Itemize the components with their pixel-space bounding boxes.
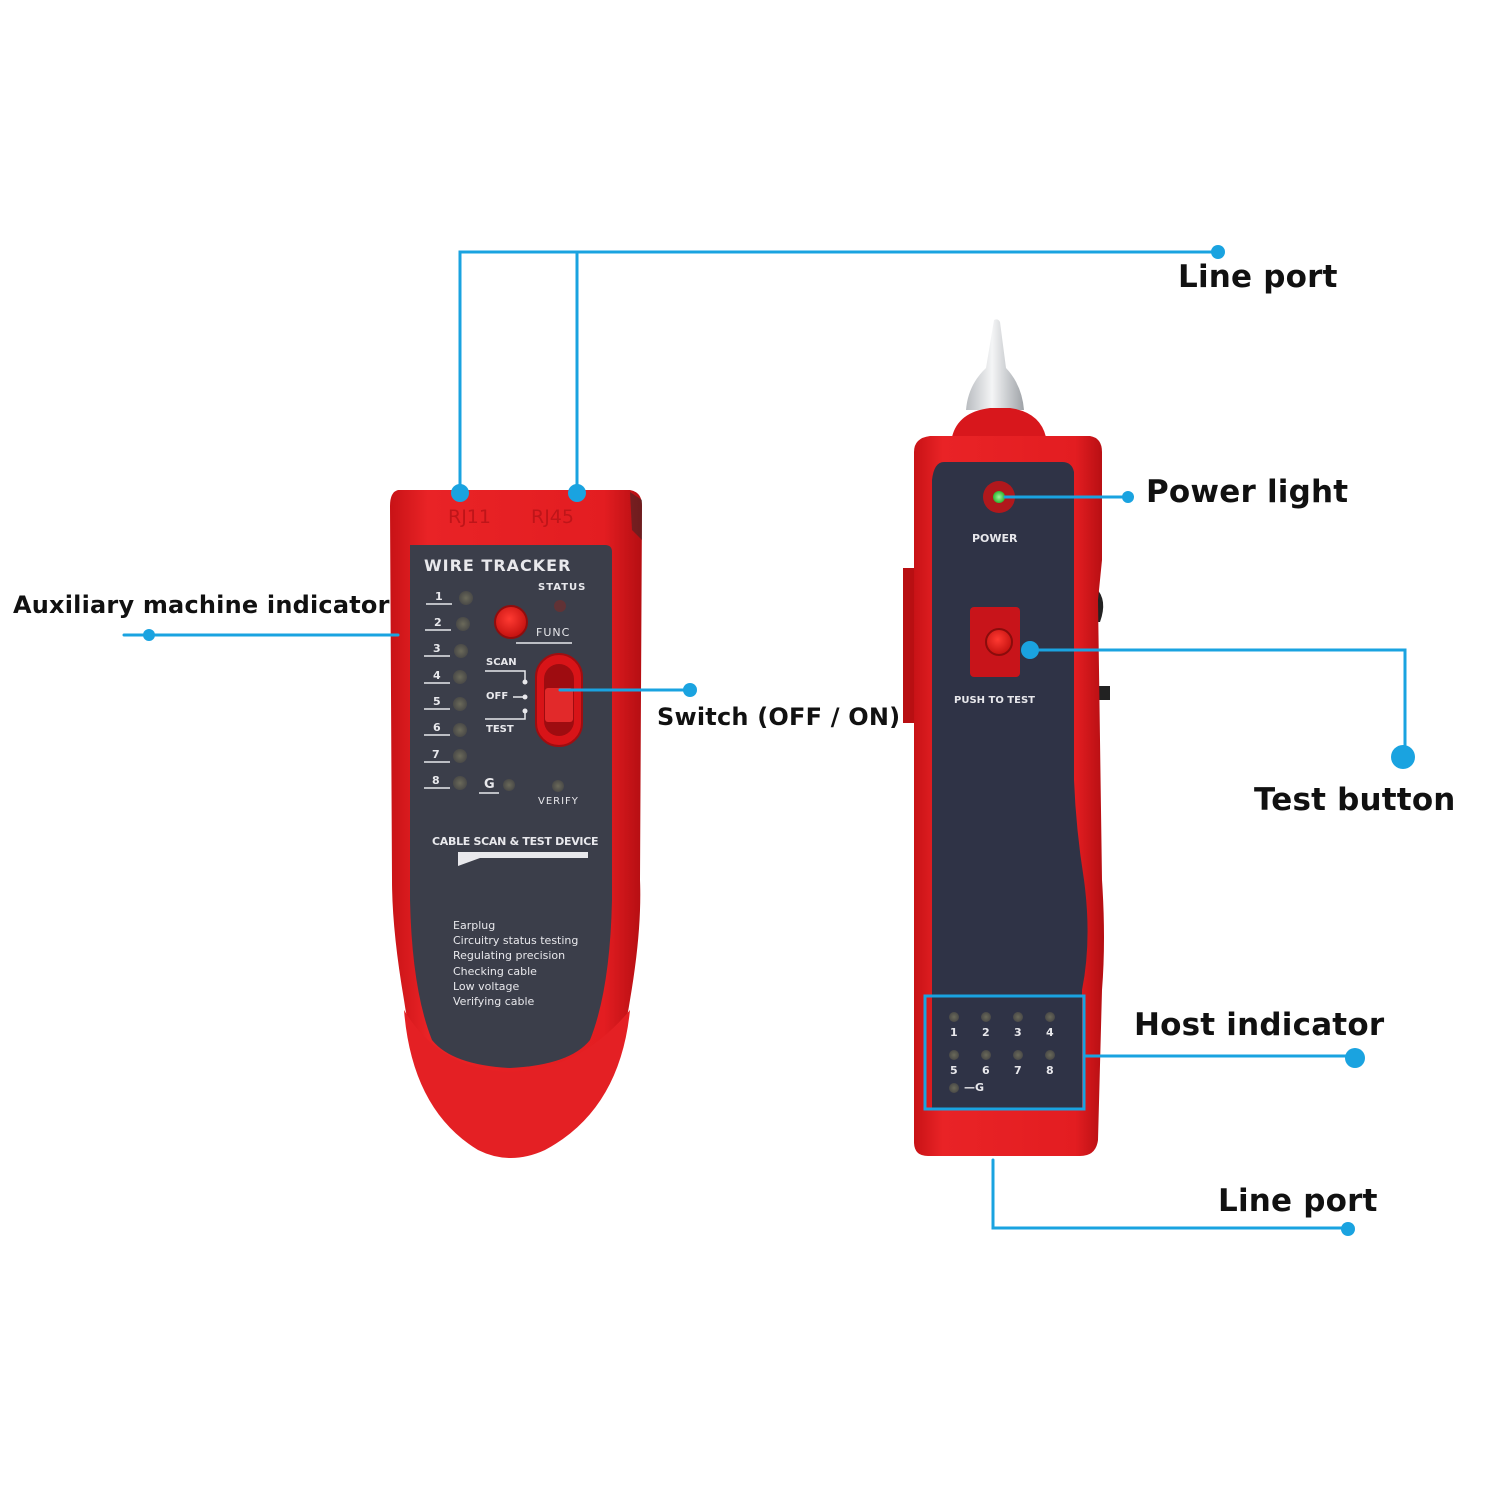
host-pin-2: 2 [982, 1026, 990, 1039]
pin-label-2: 2 [434, 616, 442, 629]
feature-item: Earplug [453, 919, 496, 932]
pin-label-5: 5 [433, 695, 441, 708]
port-label-rj11: RJ11 [448, 506, 491, 528]
host-pin-7: 7 [1014, 1064, 1022, 1077]
port-label-rj45: RJ45 [531, 506, 574, 528]
callout-line-port-bottom: Line port [1218, 1183, 1378, 1219]
device-title: WIRE TRACKER [424, 556, 572, 575]
feature-list: Earplug Circuitry status testing Regulat… [453, 918, 578, 1009]
feature-item: Circuitry status testing [453, 934, 579, 948]
verify-label: VERIFY [538, 796, 579, 807]
pin-label-1: 1 [435, 590, 443, 603]
rj45-port[interactable] [556, 488, 598, 510]
switch-pos-scan: SCAN [486, 657, 517, 668]
callout-power-light: Power light [1146, 474, 1349, 510]
probe-tip [966, 318, 1026, 410]
push-to-test-label: PUSH TO TEST [954, 695, 1035, 706]
status-label: STATUS [538, 582, 587, 593]
pin-label-4: 4 [433, 669, 441, 682]
pin-label-3: 3 [433, 642, 441, 655]
callout-lines [122, 250, 1407, 1230]
pin-label-7: 7 [432, 748, 440, 761]
host-pin-4: 4 [1046, 1026, 1054, 1039]
func-label: FUNC [536, 626, 571, 639]
feature-item: Verifying cable [453, 995, 535, 1009]
power-light-icon [983, 481, 1015, 513]
switch-pos-test: TEST [486, 724, 514, 735]
host-ground-label: —G [964, 1081, 985, 1094]
host-pin-6: 6 [982, 1064, 990, 1077]
pin-label-6: 6 [433, 721, 441, 734]
power-label: POWER [972, 532, 1018, 545]
func-button[interactable] [494, 605, 528, 639]
ground-label: G [484, 777, 495, 792]
host-pin-5: 5 [950, 1064, 958, 1077]
pin-label-8: 8 [432, 774, 440, 787]
callout-test-button: Test button [1254, 782, 1456, 818]
host-pin-1: 1 [950, 1026, 958, 1039]
receiver-line-port[interactable] [970, 1148, 1016, 1162]
callout-host-indicator: Host indicator [1134, 1007, 1385, 1043]
transmitter-device [390, 490, 642, 1158]
callout-line-port-top: Line port [1178, 259, 1338, 295]
rj11-port[interactable] [440, 488, 480, 510]
feature-item: Regulating precision [453, 949, 566, 963]
feature-item: Low voltage [453, 979, 520, 993]
push-to-test-button[interactable] [984, 628, 1014, 658]
callout-dots [143, 245, 1415, 1236]
host-led-grid [949, 1012, 1055, 1093]
power-mode-switch[interactable] [536, 654, 582, 746]
device-subtitle: CABLE SCAN & TEST DEVICE [432, 835, 599, 848]
receiver-device [903, 319, 1110, 1156]
callout-switch: Switch (OFF / ON) [657, 703, 901, 731]
switch-pos-off: OFF [486, 691, 509, 702]
feature-item: Checking cable [453, 964, 537, 978]
callout-auxiliary-indicator: Auxiliary machine indicator [13, 591, 390, 619]
host-pin-3: 3 [1014, 1026, 1022, 1039]
pin-led-column [453, 591, 473, 790]
host-pin-8: 8 [1046, 1064, 1054, 1077]
